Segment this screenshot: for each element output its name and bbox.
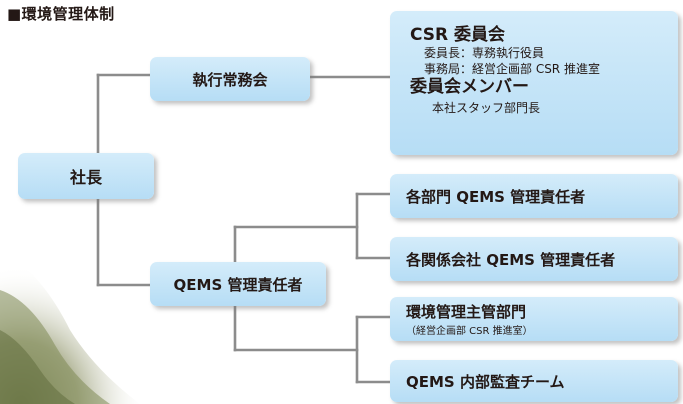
qems-manager-box: QEMS 管理責任者 xyxy=(150,262,326,306)
dept-qems-box: 各部門 QEMS 管理責任者 xyxy=(390,174,678,218)
executive-board-label: 執行常務会 xyxy=(192,70,268,89)
qems-manager-label: QEMS 管理責任者 xyxy=(173,275,303,294)
committee-chair: 委員長：専務執行役員 xyxy=(424,46,545,60)
audit-team-box: QEMS 内部監査チーム xyxy=(390,360,678,402)
committee-title: CSR 委員会 xyxy=(410,25,506,45)
dept-qems-label: 各部門 QEMS 管理責任者 xyxy=(406,187,586,206)
audit-team-label: QEMS 内部監査チーム xyxy=(406,372,565,391)
env-dept-label: 環境管理主管部門 xyxy=(406,303,527,321)
page-title: ■環境管理体制 xyxy=(7,5,115,23)
committee-members: 本社スタッフ部門長 xyxy=(432,101,541,115)
env-dept-note: （経営企画部 CSR 推進室） xyxy=(406,326,533,337)
president-label: 社長 xyxy=(69,168,102,187)
committee-secretariat: 事務局：経営企画部 CSR 推進室 xyxy=(424,62,600,76)
affiliate-qems-box: 各関係会社 QEMS 管理責任者 xyxy=(390,237,678,281)
affiliate-qems-label: 各関係会社 QEMS 管理責任者 xyxy=(406,250,616,269)
executive-board-box: 執行常務会 xyxy=(150,57,310,101)
csr-committee-box: CSR 委員会 委員長：専務執行役員 事務局：経営企画部 CSR 推進室 委員会… xyxy=(390,11,678,155)
env-dept-box: 環境管理主管部門 （経営企画部 CSR 推進室） xyxy=(390,297,678,341)
committee-members-title: 委員会メンバー xyxy=(410,77,529,97)
president-box: 社長 xyxy=(18,153,154,199)
